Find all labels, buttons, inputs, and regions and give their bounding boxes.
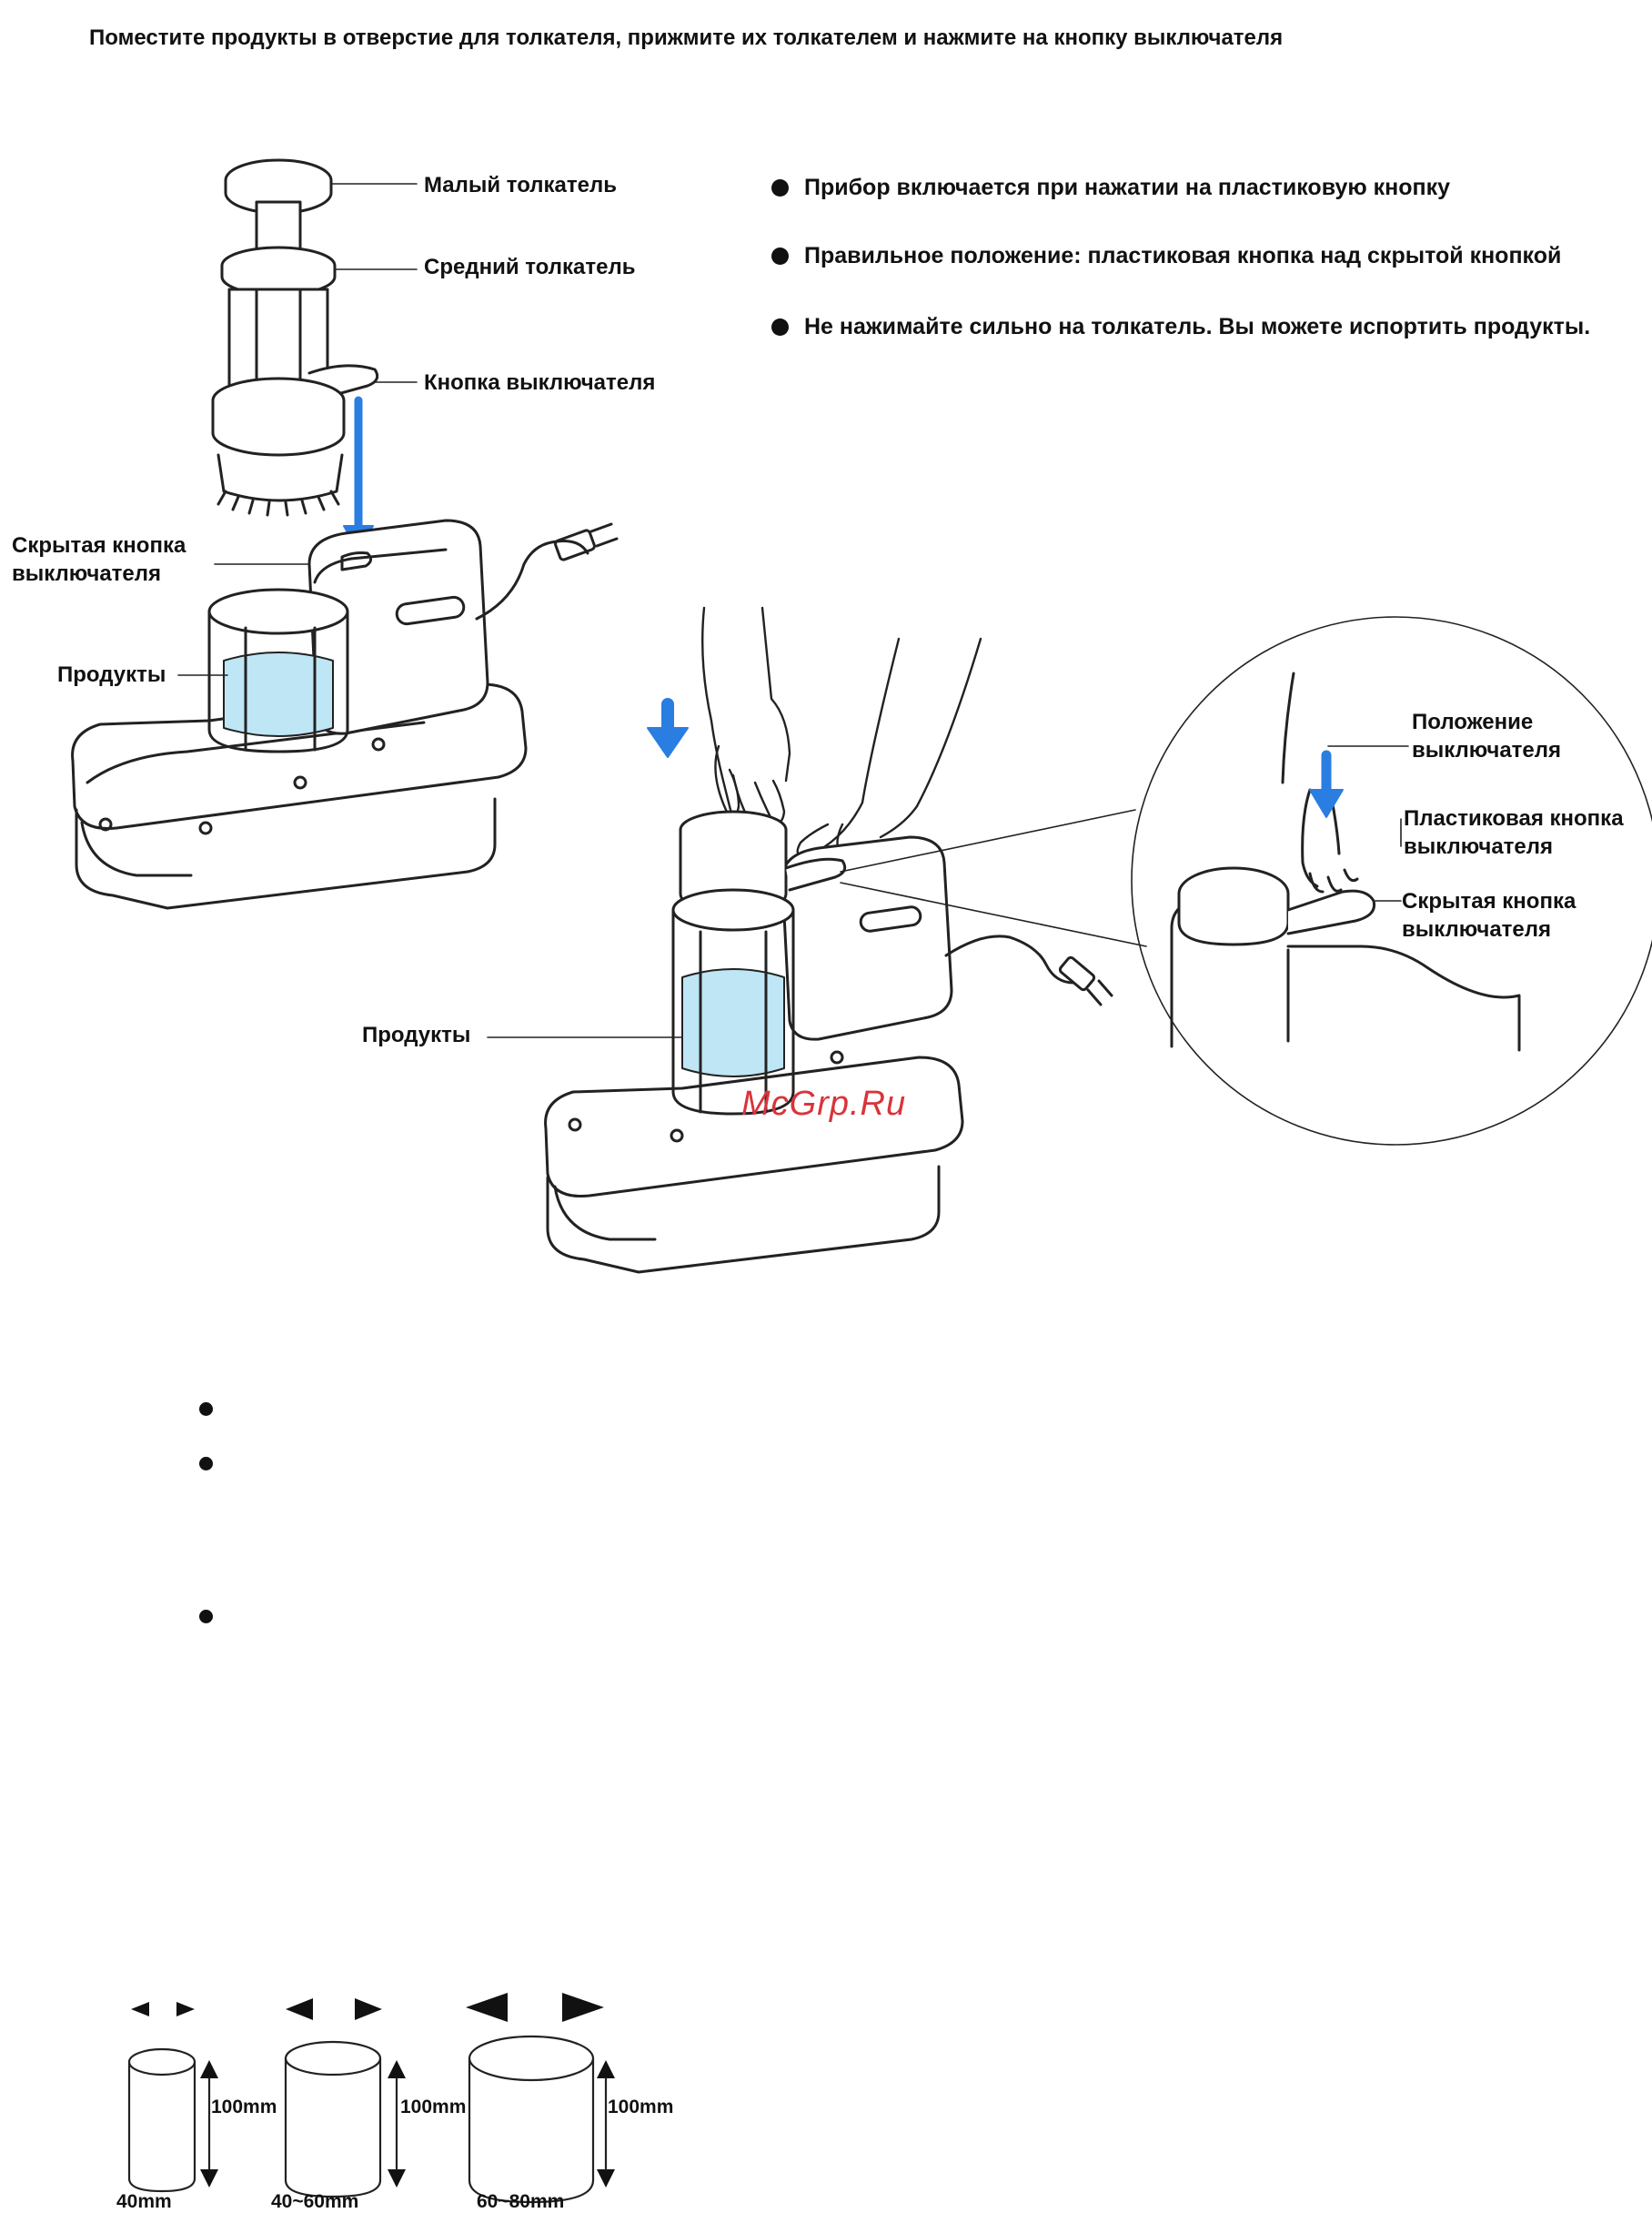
zoom-detail <box>1131 616 1652 1146</box>
size-2-width: 40~60mm <box>271 2191 359 2212</box>
watermark: McGrp.Ru <box>741 1085 907 1123</box>
arrow-down-right <box>647 698 689 758</box>
label-small-pusher: Малый толкатель <box>424 173 618 197</box>
label-hidden-switch-l1: Скрытая кнопка <box>12 533 186 558</box>
label-hidden-switch-r-l2: выключателя <box>1402 917 1552 942</box>
leader-lines-left <box>177 183 418 676</box>
note-3-text: Не нажимайте сильно на толкатель. Вы мож… <box>804 314 1591 339</box>
label-plastic-switch-l1: Пластиковая кнопка <box>1404 806 1624 831</box>
size-1-height: 100mm <box>211 2097 277 2117</box>
label-medium-pusher: Средний толкатель <box>424 255 636 279</box>
label-products-left: Продукты <box>57 662 166 687</box>
note-1: Прибор включается при нажатии на пластик… <box>771 175 1450 201</box>
label-plastic-switch-l2: выключателя <box>1404 834 1554 859</box>
label-hidden-switch-r-l1: Скрытая кнопка <box>1402 889 1576 914</box>
empty-bullet-2 <box>199 1457 213 1470</box>
label-hidden-switch-l2: выключателя <box>12 561 162 586</box>
page-heading: Поместите продукты в отверстие для толка… <box>89 25 1284 50</box>
note-2-text: Правильное положение: пластиковая кнопка… <box>804 243 1562 268</box>
appliance-base-left <box>71 519 619 910</box>
size-3-height: 100mm <box>608 2097 674 2117</box>
label-products-right: Продукты <box>362 1023 471 1047</box>
note-3: Не нажимайте сильно на толкатель. Вы мож… <box>771 314 1590 340</box>
empty-bullet-3 <box>199 1610 213 1623</box>
leader-lines-zoom <box>1327 745 1409 902</box>
note-1-text: Прибор включается при нажатии на пластик… <box>804 175 1451 200</box>
arrow-down-zoom <box>1309 750 1344 818</box>
note-2: Правильное положение: пластиковая кнопка… <box>771 243 1561 269</box>
empty-bullet-1 <box>199 1402 213 1416</box>
appliance-base-right <box>544 809 1147 1274</box>
size-1-width: 40mm <box>116 2191 172 2212</box>
size-2-height: 100mm <box>400 2097 467 2117</box>
label-switch-position-l2: выключателя <box>1412 738 1562 763</box>
size-3-width: 60~80mm <box>477 2191 565 2212</box>
arrow-down-left <box>343 396 374 552</box>
label-switch-button: Кнопка выключателя <box>424 370 656 395</box>
bullet-dot <box>771 179 789 197</box>
bullet-dot <box>771 248 789 265</box>
pusher-assembly <box>211 158 379 517</box>
bullet-dot <box>771 318 789 336</box>
label-switch-position-l1: Положение <box>1412 710 1534 734</box>
size-figure <box>127 1993 615 2204</box>
